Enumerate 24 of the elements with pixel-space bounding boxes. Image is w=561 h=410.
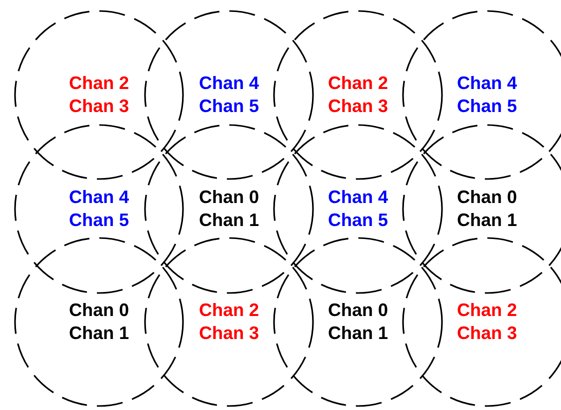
channel-label: Chan 4 bbox=[68, 186, 129, 209]
channel-label: Chan 3 bbox=[198, 322, 259, 345]
channel-label: Chan 0 bbox=[328, 299, 388, 322]
channel-label: Chan 2 bbox=[456, 299, 517, 322]
channel-label: Chan 3 bbox=[68, 95, 129, 118]
channel-label: Chan 3 bbox=[328, 95, 388, 118]
channel-label: Chan 1 bbox=[328, 322, 388, 345]
channel-label: Chan 2 bbox=[68, 72, 129, 95]
channel-label: Chan 4 bbox=[328, 186, 388, 209]
channel-label: Chan 5 bbox=[68, 209, 129, 232]
channel-label: Chan 2 bbox=[198, 299, 259, 322]
channel-label: Chan 2 bbox=[328, 72, 388, 95]
channel-label: Chan 5 bbox=[456, 95, 517, 118]
channel-label: Chan 1 bbox=[198, 209, 259, 232]
channel-label: Chan 4 bbox=[198, 72, 259, 95]
channel-label: Chan 0 bbox=[198, 186, 259, 209]
channel-label: Chan 3 bbox=[456, 322, 517, 345]
channel-label: Chan 0 bbox=[456, 186, 517, 209]
channel-label: Chan 5 bbox=[328, 209, 388, 232]
channel-label: Chan 4 bbox=[456, 72, 517, 95]
channel-label: Chan 5 bbox=[198, 95, 259, 118]
channel-label: Chan 0 bbox=[68, 299, 129, 322]
channel-label: Chan 1 bbox=[456, 209, 517, 232]
channel-label: Chan 1 bbox=[68, 322, 129, 345]
